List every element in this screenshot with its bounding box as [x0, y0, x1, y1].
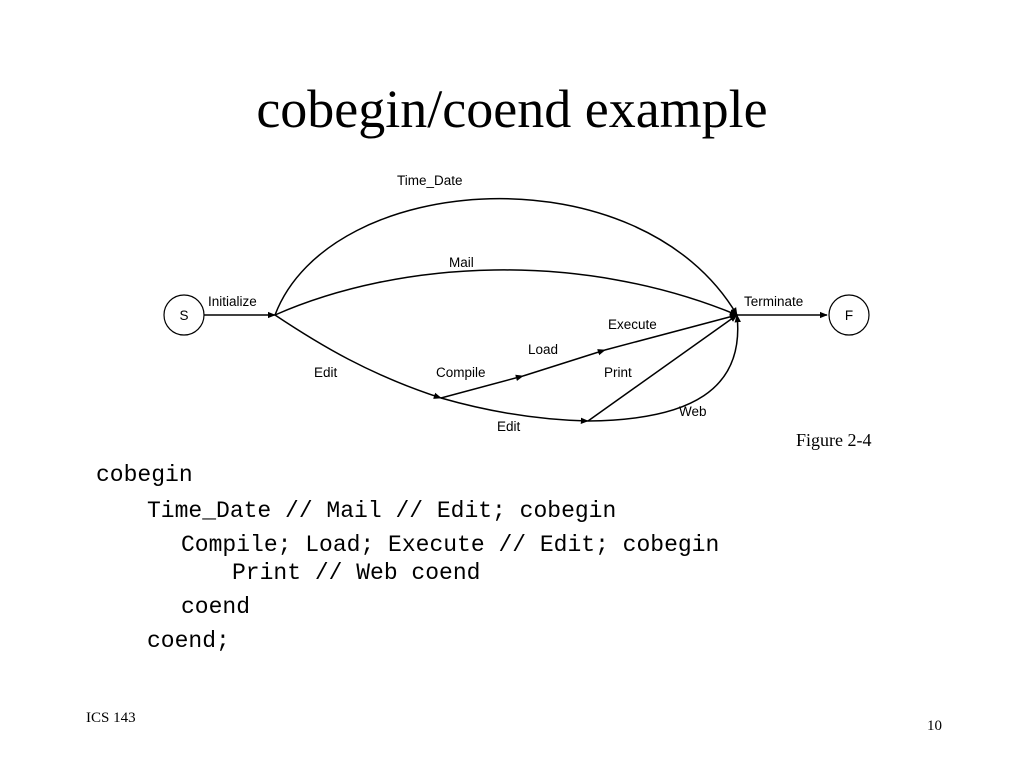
edge-web: [587, 314, 741, 422]
slide-title: cobegin/coend example: [256, 79, 768, 139]
edge-label-edit-lower: Edit: [497, 419, 521, 434]
edge-label-execute: Execute: [608, 317, 657, 332]
start-node-label: S: [179, 308, 188, 323]
edge-label-terminate: Terminate: [744, 294, 803, 309]
start-node: S: [163, 294, 205, 336]
code-line-1: cobegin: [96, 462, 193, 488]
edge-label-web: Web: [679, 404, 707, 419]
code-line-6: coend;: [147, 628, 230, 654]
edge-compile: [440, 374, 524, 399]
edge-label-initialize: Initialize: [208, 294, 257, 309]
edge-label-time-date: Time_Date: [397, 173, 463, 188]
edge-edit-lower: [440, 397, 589, 425]
edge-label-load: Load: [528, 342, 558, 357]
edge-execute: [604, 313, 738, 351]
edge-load: [522, 349, 606, 377]
edge-edit-upper: [274, 314, 442, 399]
edge-label-print: Print: [604, 365, 632, 380]
footer-course: ICS 143: [86, 710, 136, 726]
figure-caption: Figure 2-4: [796, 430, 872, 450]
edge-time-date: [274, 198, 738, 316]
code-line-2: Time_Date // Mail // Edit; cobegin: [147, 498, 617, 524]
code-line-5: coend: [181, 594, 251, 620]
edge-label-compile: Compile: [436, 365, 486, 380]
edge-label-edit-upper: Edit: [314, 365, 338, 380]
code-line-4: Print // Web coend: [232, 560, 481, 586]
page-number: 10: [927, 718, 942, 734]
edge-mail: [274, 269, 738, 316]
edge-print: [587, 314, 738, 422]
code-line-3: Compile; Load; Execute // Edit; cobegin: [181, 532, 720, 558]
finish-node: F: [828, 294, 870, 336]
edge-label-mail: Mail: [449, 255, 474, 270]
precedence-graph: S F Initialize Time_Date Mail Edit Compi…: [163, 173, 870, 434]
finish-node-label: F: [845, 308, 853, 323]
